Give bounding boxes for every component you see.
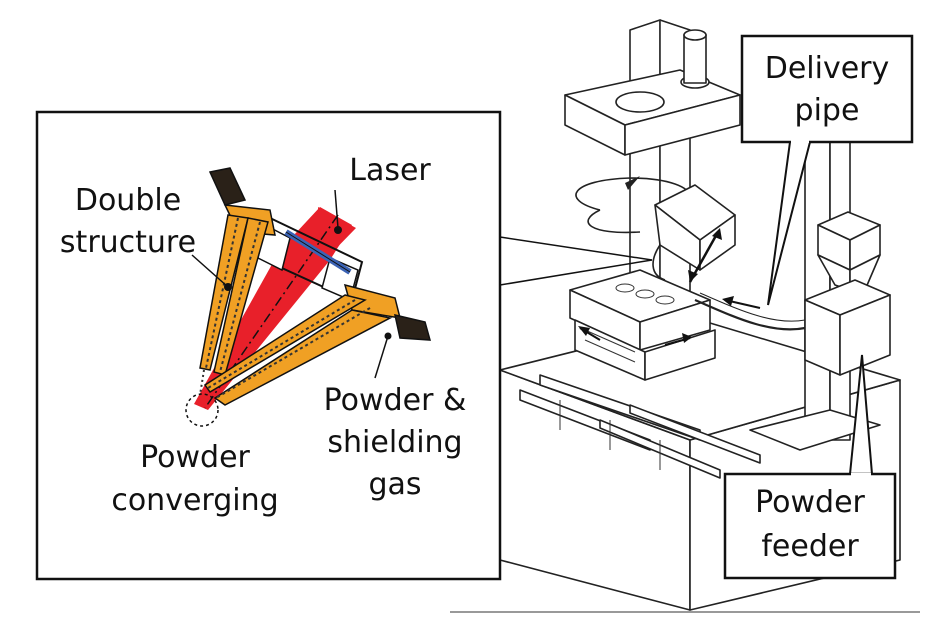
label-powder-shielding-line1: Powder & [324, 383, 467, 418]
label-delivery-pipe-line2: pipe [795, 93, 860, 128]
label-delivery-pipe-line1: Delivery [765, 51, 890, 86]
rails [519, 374, 761, 479]
deposition-machine-illustration [450, 19, 920, 613]
label-double-structure-line1: Double [75, 183, 181, 218]
callout-powder-feeder: Powder feeder [723, 354, 897, 580]
rotation-arrow [575, 177, 691, 211]
label-powder-converging-line2: converging [111, 483, 278, 518]
label-double-structure-line2: structure [60, 225, 196, 260]
label-powder-feeder-line2: feeder [761, 529, 859, 564]
powder-feeder-unit [804, 211, 891, 376]
label-powder-shielding-line3: gas [368, 467, 421, 502]
label-powder-feeder-line1: Powder [755, 485, 865, 520]
nozzle-inset [35, 110, 653, 581]
callout-delivery-pipe: Delivery pipe [740, 34, 914, 306]
label-laser: Laser [349, 153, 431, 188]
powder-converging-point [185, 393, 219, 427]
delivery-pipe-tube [694, 298, 806, 331]
right-nozzle-arm [203, 283, 432, 406]
deposition-head [652, 184, 736, 283]
workpiece [569, 269, 716, 381]
label-powder-converging-line1: Powder [140, 440, 250, 475]
label-powder-shielding-line2: shielding [327, 425, 462, 460]
left-nozzle-arm [199, 167, 276, 396]
